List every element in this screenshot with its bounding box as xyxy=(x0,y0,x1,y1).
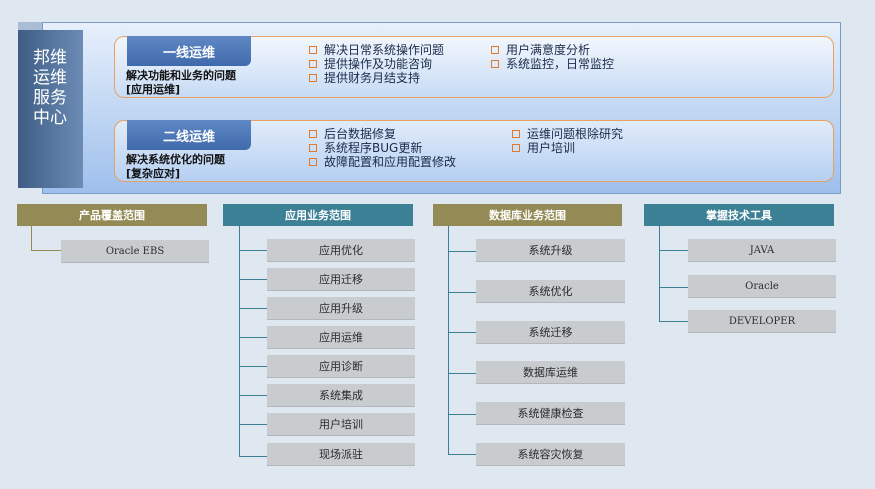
checkbox-icon xyxy=(309,144,317,152)
tree-connector xyxy=(239,456,267,457)
list-item: 系统健康检查 xyxy=(476,402,625,425)
list-item: 应用优化 xyxy=(267,239,415,262)
list-item-text: 运维问题根除研究 xyxy=(527,127,624,141)
list-item: 应用迁移 xyxy=(267,268,415,291)
first-line-ops-title: 一线运维 xyxy=(127,36,251,66)
checkbox-icon xyxy=(309,74,317,82)
list-item: 系统升级 xyxy=(476,239,625,262)
tree-connector xyxy=(31,226,32,251)
tree-connector xyxy=(239,279,267,280)
first-line-ops-desc: 解决功能和业务的问题 [应用运维] xyxy=(126,69,236,97)
list-item-text: 用户满意度分析 xyxy=(506,43,591,57)
checkbox-icon xyxy=(309,46,317,54)
list-item: 应用升级 xyxy=(267,297,415,320)
category-header-database: 数据库业务范围 xyxy=(433,204,622,226)
list-item: 数据库运维 xyxy=(476,361,625,384)
list-item: 系统迁移 xyxy=(476,321,625,344)
list-item: JAVA xyxy=(688,239,836,262)
tree-connector xyxy=(448,454,476,455)
checkbox-icon xyxy=(309,60,317,68)
checkbox-icon xyxy=(512,130,520,138)
checkbox-icon xyxy=(309,130,317,138)
tree-connector xyxy=(659,226,660,322)
list-item-text: 系统程序BUG更新 xyxy=(324,141,423,155)
list-item: 现场派驻 xyxy=(267,443,415,466)
list-item-text: 解决日常系统操作问题 xyxy=(324,43,445,57)
list-item: 系统优化 xyxy=(476,280,625,303)
second-line-ops-group: 二线运维 解决系统优化的问题 [复杂应对] 后台数据修复 系统程序BUG更新 故… xyxy=(114,120,834,182)
category-header-tools: 掌握技术工具 xyxy=(644,204,834,226)
checkbox-icon xyxy=(491,46,499,54)
list-item: 提供操作及功能咨询 xyxy=(309,57,444,71)
tree-connector xyxy=(448,226,449,455)
checkbox-icon xyxy=(512,144,520,152)
second-line-ops-desc: 解决系统优化的问题 [复杂应对] xyxy=(126,153,225,181)
tree-connector xyxy=(239,250,267,251)
checkbox-icon xyxy=(309,158,317,166)
list-item: Oracle EBS xyxy=(61,240,209,263)
tree-connector xyxy=(659,287,688,288)
list-item-text: 故障配置和应用配置修改 xyxy=(324,155,457,169)
list-item: 系统容灾恢复 xyxy=(476,443,625,466)
list-item: 用户培训 xyxy=(512,141,623,155)
tree-connector xyxy=(659,250,688,251)
tree-connector xyxy=(659,321,688,322)
tree-connector xyxy=(239,395,267,396)
category-header-application: 应用业务范围 xyxy=(223,204,413,226)
tree-connector xyxy=(239,424,267,425)
desc-line: [复杂应对] xyxy=(126,167,181,180)
list-item: 系统程序BUG更新 xyxy=(309,141,456,155)
list-item-text: 提供操作及功能咨询 xyxy=(324,57,433,71)
tree-connector xyxy=(448,251,476,252)
tree-connector xyxy=(448,373,476,374)
list-item: 用户满意度分析 xyxy=(491,43,614,57)
tree-connector xyxy=(448,332,476,333)
list-item: 系统监控，日常监控 xyxy=(491,57,614,71)
desc-line: 解决系统优化的问题 xyxy=(126,153,225,166)
list-item-text: 后台数据修复 xyxy=(324,127,397,141)
second-line-ops-items-col1: 后台数据修复 系统程序BUG更新 故障配置和应用配置修改 xyxy=(309,127,456,169)
second-line-ops-title: 二线运维 xyxy=(127,120,251,150)
first-line-ops-items-col1: 解决日常系统操作问题 提供操作及功能咨询 提供财务月结支持 xyxy=(309,43,444,85)
service-center-label: 邦维运维服务中心 xyxy=(33,48,67,128)
tree-connector xyxy=(239,337,267,338)
list-item: 故障配置和应用配置修改 xyxy=(309,155,456,169)
list-item: 运维问题根除研究 xyxy=(512,127,623,141)
desc-line: [应用运维] xyxy=(126,83,181,96)
desc-line: 解决功能和业务的问题 xyxy=(126,69,236,82)
tree-connector xyxy=(239,366,267,367)
service-center-box xyxy=(18,30,83,188)
list-item: 解决日常系统操作问题 xyxy=(309,43,444,57)
list-item: 系统集成 xyxy=(267,384,415,407)
first-line-ops-group: 一线运维 解决功能和业务的问题 [应用运维] 解决日常系统操作问题 提供操作及功… xyxy=(114,36,834,98)
tree-connector xyxy=(239,226,240,457)
list-item: DEVELOPER xyxy=(688,310,836,333)
tree-connector xyxy=(239,308,267,309)
list-item-text: 用户培训 xyxy=(527,141,576,155)
tree-connector xyxy=(448,292,476,293)
first-line-ops-items-col2: 用户满意度分析 系统监控，日常监控 xyxy=(491,43,614,71)
list-item: 应用运维 xyxy=(267,326,415,349)
list-item-text: 系统监控，日常监控 xyxy=(506,57,615,71)
list-item: 后台数据修复 xyxy=(309,127,456,141)
list-item: Oracle xyxy=(688,275,836,298)
list-item: 用户培训 xyxy=(267,413,415,436)
tree-connector xyxy=(448,414,476,415)
list-item: 提供财务月结支持 xyxy=(309,71,444,85)
list-item: 应用诊断 xyxy=(267,355,415,378)
tree-connector xyxy=(31,250,61,251)
second-line-ops-items-col2: 运维问题根除研究 用户培训 xyxy=(512,127,623,155)
checkbox-icon xyxy=(491,60,499,68)
category-header-product: 产品覆盖范围 xyxy=(17,204,207,226)
list-item-text: 提供财务月结支持 xyxy=(324,71,421,85)
